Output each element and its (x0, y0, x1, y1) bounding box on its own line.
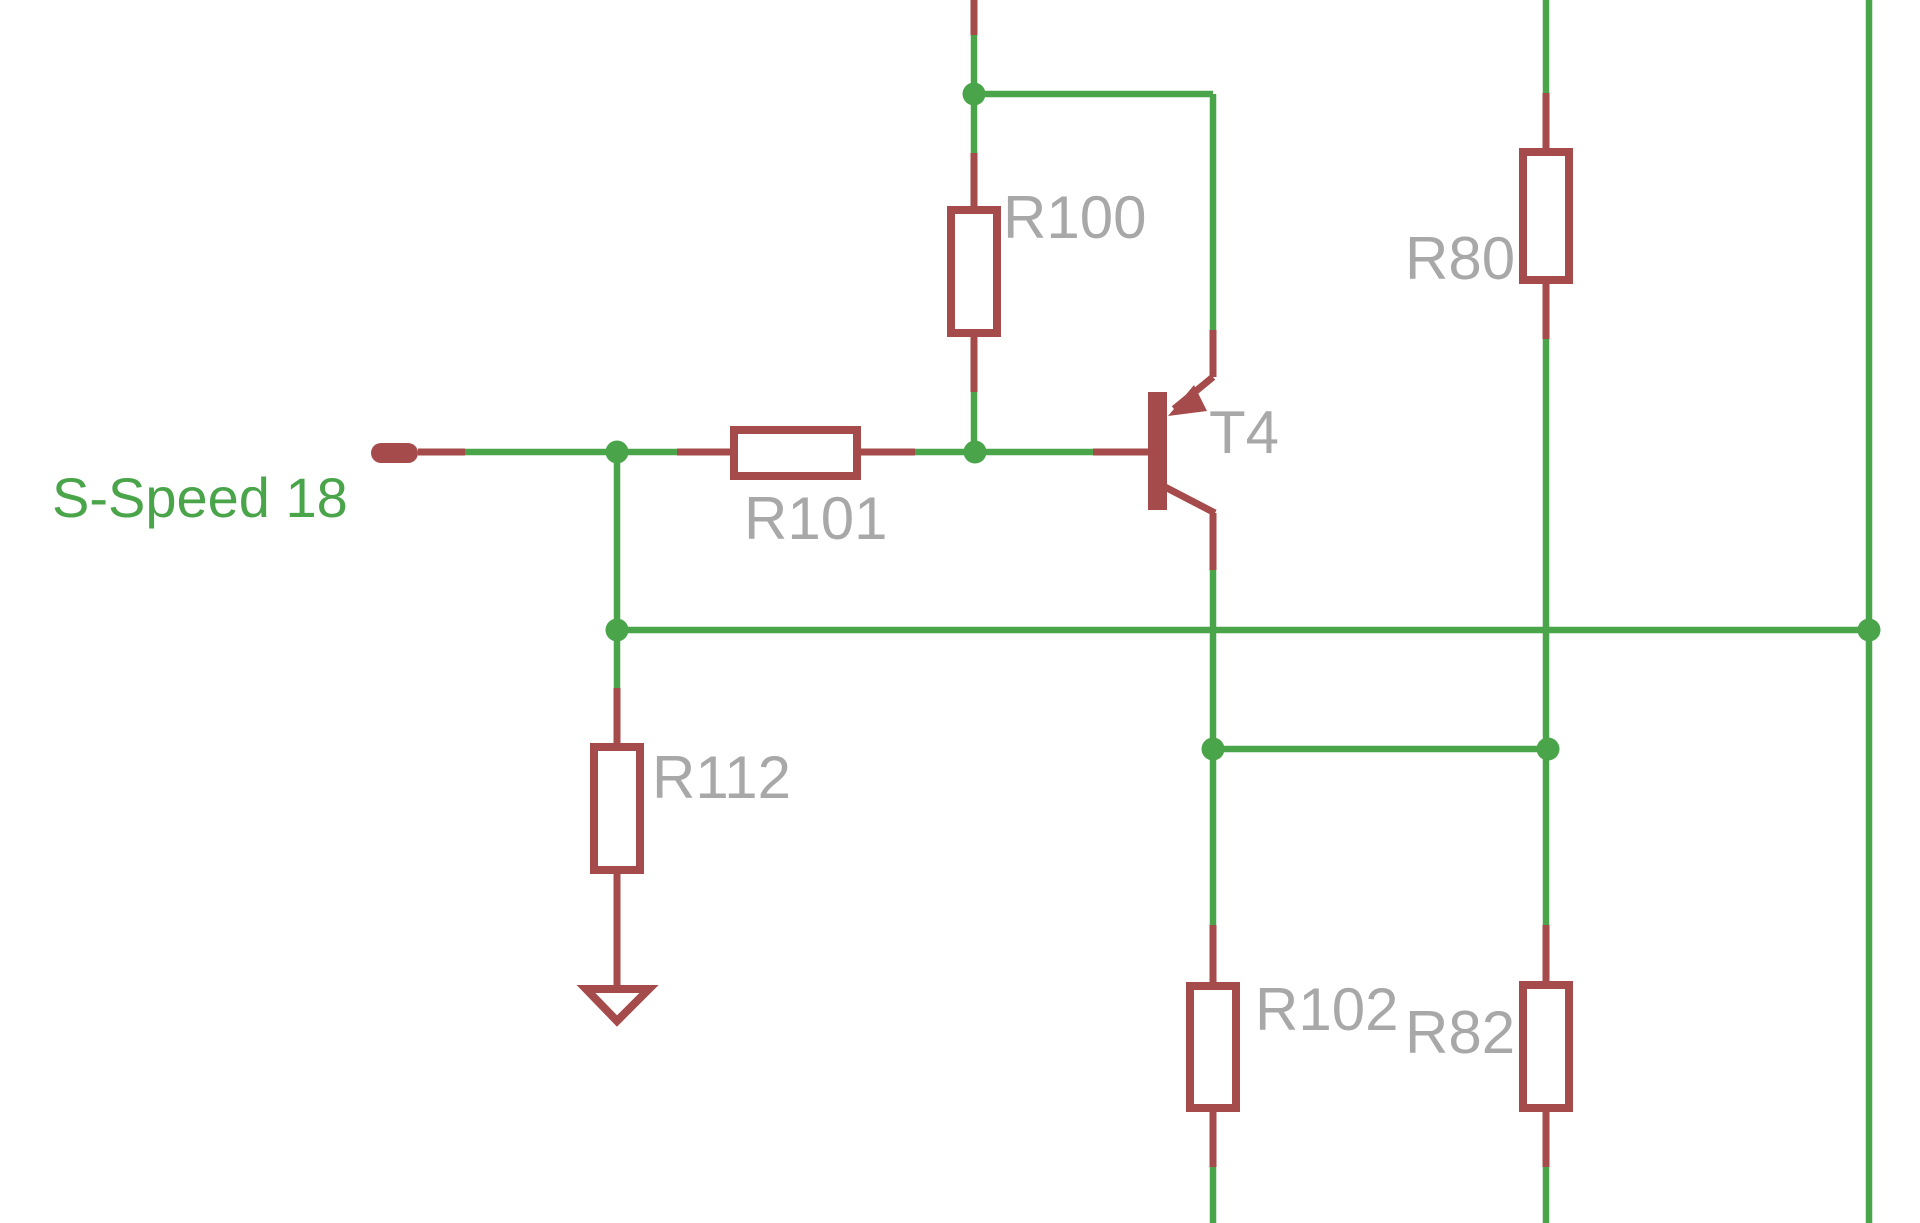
resistor-R112[interactable]: R112 (590, 743, 791, 874)
junction-dot[interactable] (1201, 737, 1225, 761)
junction-dot[interactable] (605, 440, 629, 464)
junction-dot[interactable] (962, 82, 986, 106)
pnp-arrow-icon (1168, 385, 1207, 416)
resistor-ref-label[interactable]: R100 (1003, 184, 1146, 251)
component-pins (418, 0, 1550, 1167)
junction-dot[interactable] (1857, 618, 1881, 642)
net-wires (465, 0, 1873, 1223)
ground-symbol[interactable] (576, 870, 659, 1027)
junction-dot[interactable] (963, 440, 987, 464)
net-stub-pill[interactable] (371, 443, 418, 463)
resistor-ref-label[interactable]: R102 (1255, 976, 1398, 1043)
junction-dot[interactable] (1536, 737, 1560, 761)
transistor-T4[interactable]: T4 (1148, 374, 1279, 517)
resistor-R101[interactable]: R101 (730, 426, 887, 552)
junction-dots (605, 82, 1881, 761)
resistor-R100[interactable]: R100 (947, 184, 1146, 337)
resistor-ref-label[interactable]: R112 (652, 744, 791, 811)
gnd-triangle-icon (576, 985, 659, 1027)
resistor-R80[interactable]: R80 (1405, 148, 1573, 292)
resistor-body[interactable] (947, 206, 1001, 337)
transistor-ref-label[interactable]: T4 (1209, 399, 1279, 466)
resistor-body[interactable] (730, 426, 861, 480)
resistor-R82[interactable]: R82 (1405, 981, 1573, 1112)
resistor-body[interactable] (590, 743, 644, 874)
resistor-body[interactable] (1186, 982, 1240, 1112)
resistor-R102[interactable]: R102 (1186, 976, 1398, 1112)
resistor-ref-label[interactable]: R82 (1405, 999, 1515, 1066)
resistor-ref-label[interactable]: R101 (744, 485, 887, 552)
resistor-body[interactable] (1519, 148, 1573, 284)
resistor-body[interactable] (1519, 981, 1573, 1112)
junction-dot[interactable] (605, 618, 629, 642)
transistor-base-bar[interactable] (1148, 392, 1167, 510)
resistor-ref-label[interactable]: R80 (1405, 225, 1515, 292)
transistor-collector-lead[interactable] (1163, 483, 1217, 517)
net-label-s-speed-18[interactable]: S-Speed 18 (52, 466, 348, 529)
